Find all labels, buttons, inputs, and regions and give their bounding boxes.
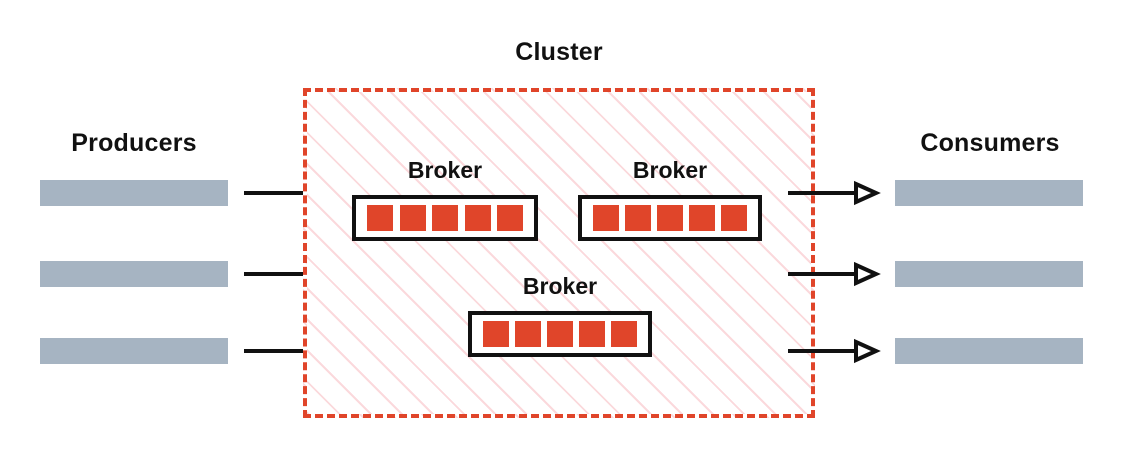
partition <box>547 321 573 347</box>
partition <box>464 205 491 231</box>
broker-2: Broker <box>578 157 762 241</box>
broker-2-label: Broker <box>632 157 708 183</box>
partition <box>657 205 683 231</box>
partition <box>432 205 458 231</box>
cluster-title: Cluster <box>515 38 603 66</box>
broker-2-partitions <box>578 195 762 241</box>
producer-bar-1 <box>40 180 228 206</box>
consumer-bar-3 <box>895 338 1083 364</box>
partition <box>367 205 393 231</box>
arrow-cluster-to-consumer-1 <box>788 180 881 206</box>
broker-3-partitions <box>468 311 652 357</box>
producer-bar-2 <box>40 261 228 287</box>
partition <box>689 205 715 231</box>
partition <box>625 205 651 231</box>
cluster-boundary <box>303 88 815 418</box>
partition <box>593 205 619 231</box>
broker-3: Broker <box>468 273 652 357</box>
partition <box>611 321 637 347</box>
producer-bar-3 <box>40 338 228 364</box>
arrow-cluster-to-consumer-2 <box>788 261 881 287</box>
consumer-bar-2 <box>895 261 1083 287</box>
partition <box>579 321 605 347</box>
partition <box>497 205 523 231</box>
consumer-bar-1 <box>895 180 1083 206</box>
partition <box>721 205 747 231</box>
arrow-cluster-to-consumer-3 <box>788 338 881 364</box>
broker-3-label: Broker <box>522 273 598 299</box>
partition <box>483 321 509 347</box>
consumers-label: Consumers <box>920 129 1060 157</box>
producers-label: Producers <box>71 129 197 157</box>
broker-1-partitions <box>352 195 538 241</box>
broker-1: Broker <box>352 157 538 241</box>
broker-1-label: Broker <box>407 157 483 183</box>
partition <box>515 321 541 347</box>
partition <box>399 205 426 231</box>
